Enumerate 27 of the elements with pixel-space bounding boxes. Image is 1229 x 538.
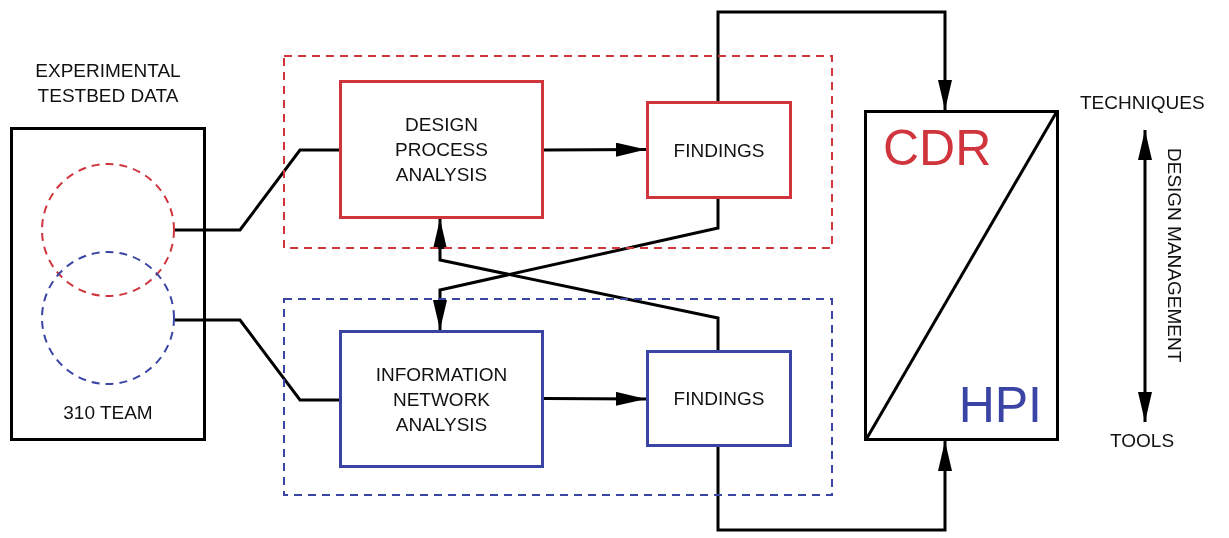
box-label: FINDINGS bbox=[672, 138, 766, 163]
arrow bbox=[716, 441, 952, 532]
box-label: INFORMATION NETWORK ANALYSIS bbox=[374, 362, 509, 437]
arrow bbox=[544, 142, 646, 157]
box-label: DESIGN PROCESS ANALYSIS bbox=[394, 113, 489, 187]
team-label: 310 TEAM bbox=[62, 401, 154, 425]
box-label: FINDINGS bbox=[672, 387, 766, 411]
cdr-label: CDR bbox=[883, 119, 992, 177]
arrow bbox=[716, 10, 952, 110]
process-box bbox=[339, 80, 544, 219]
arrow bbox=[544, 391, 646, 406]
scale-end-label: TECHNIQUES bbox=[1080, 92, 1205, 114]
connector-line bbox=[175, 148, 339, 232]
connector-line bbox=[174, 318, 339, 402]
arrow bbox=[433, 199, 720, 330]
hpi-label: HPI bbox=[958, 376, 1042, 434]
group-frame bbox=[283, 55, 833, 249]
panel-heading: EXPERIMENTAL TESTBED DATA bbox=[34, 59, 182, 108]
team-circle bbox=[41, 163, 175, 297]
axis-label: DESIGN MANAGEMENT bbox=[1163, 148, 1185, 363]
scale-end-label: TOOLS bbox=[1110, 430, 1175, 452]
team-circle bbox=[41, 251, 175, 385]
arrow bbox=[433, 219, 720, 350]
process-box bbox=[339, 330, 544, 468]
group-frame bbox=[283, 298, 833, 496]
findings-box bbox=[646, 350, 792, 447]
findings-box bbox=[646, 101, 792, 199]
